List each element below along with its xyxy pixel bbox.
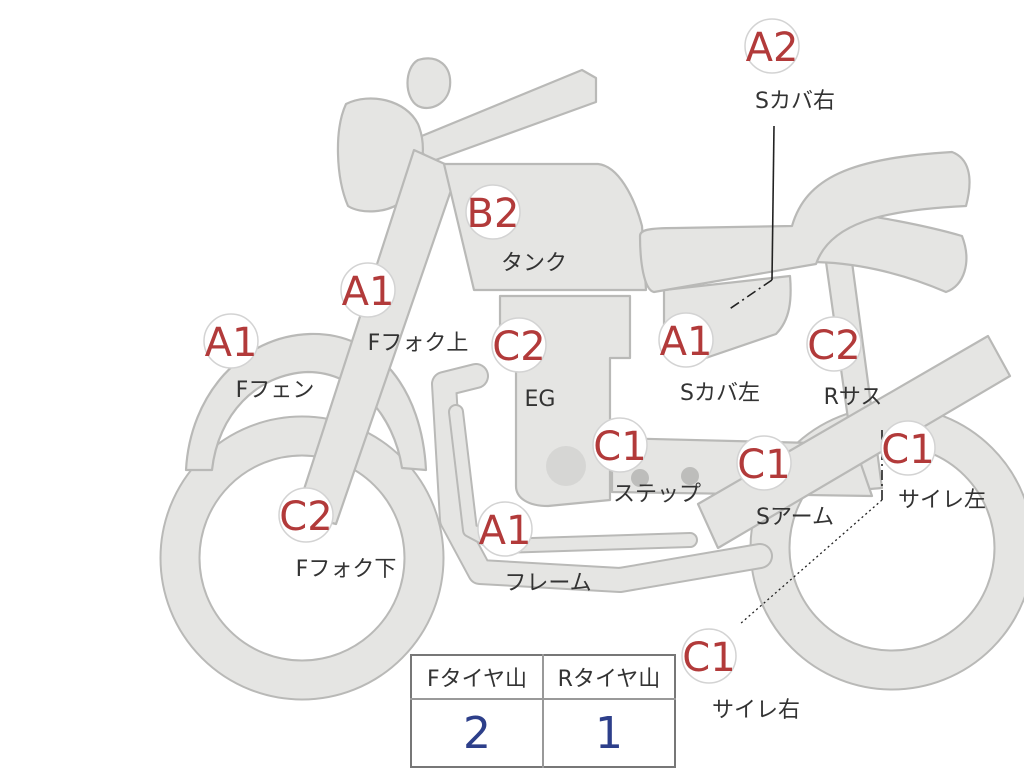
grade-badge: A1	[205, 320, 258, 366]
grade-badge: C2	[807, 323, 860, 369]
grade-badge: A1	[479, 508, 532, 554]
grade-badge: B2	[467, 191, 520, 237]
grade-badge: A2	[746, 25, 799, 71]
callout-muffler-left: C1 サイレ左	[880, 420, 986, 513]
part-label: サイレ左	[898, 488, 986, 513]
callout-f-fork-upper: A1 Fフォク上	[340, 262, 469, 356]
callout-tank: B2 タンク	[465, 184, 567, 276]
mirror	[406, 57, 452, 110]
callout-swing-arm: C1 Sアーム	[736, 435, 834, 530]
part-label: Sアーム	[756, 505, 834, 530]
grade-badge: A1	[342, 269, 395, 315]
part-label: Sカバ右	[755, 89, 835, 114]
part-label: Sカバ左	[680, 381, 760, 406]
motorcycle-silhouette	[159, 57, 1024, 701]
tire-table-value-row: 2 1	[411, 699, 675, 767]
callout-muffler-right: C1 サイレ右	[681, 628, 800, 723]
callout-step: C1 ステップ	[592, 417, 701, 507]
part-label: フレーム	[504, 571, 591, 596]
part-label: Fフォク上	[368, 331, 469, 356]
callout-engine: C2 EG	[491, 317, 556, 412]
rear-fender	[808, 208, 968, 294]
callout-s-cover-right: A2 Sカバ右	[744, 18, 835, 114]
rear-tire-value: 1	[595, 707, 623, 759]
part-label: タンク	[501, 251, 567, 276]
part-label: Rサス	[824, 385, 883, 410]
engine-cover	[546, 446, 586, 486]
grade-badge: C1	[881, 427, 934, 473]
callout-r-suspension: C2 Rサス	[806, 316, 883, 410]
front-tire-value: 2	[411, 699, 544, 767]
step-peg-right	[681, 467, 699, 485]
grade-badge: C1	[682, 635, 735, 681]
grade-badge: C1	[737, 442, 790, 488]
rear-tire-header: Rタイヤ山	[543, 655, 675, 700]
grade-badge: C2	[279, 494, 332, 540]
part-label: ステップ	[613, 482, 701, 507]
part-label: Fフェン	[236, 378, 315, 403]
seat	[638, 150, 971, 294]
part-label: EG	[525, 387, 556, 412]
muffler	[696, 334, 1012, 550]
leader-lines	[727, 125, 883, 625]
part-label: Fフォク下	[296, 557, 397, 582]
callout-f-fork-lower: C2 Fフォク下	[278, 487, 397, 582]
tire-tread-table: Fタイヤ山 Rタイヤ山 2 1	[410, 654, 676, 768]
front-tire-header: Fタイヤ山	[411, 655, 544, 700]
callout-f-fender: A1 Fフェン	[203, 313, 315, 403]
tire-table-header-row: Fタイヤ山 Rタイヤ山	[411, 655, 675, 700]
front-wheel	[159, 415, 445, 701]
callout-s-cover-left: A1 Sカバ左	[658, 312, 760, 406]
part-label: サイレ右	[712, 698, 800, 723]
callout-frame: A1 フレーム	[477, 501, 592, 596]
grade-badge: A1	[660, 319, 713, 365]
grade-badge: C1	[593, 424, 646, 470]
grade-badge: C2	[492, 324, 545, 370]
step-peg-left	[631, 469, 649, 487]
